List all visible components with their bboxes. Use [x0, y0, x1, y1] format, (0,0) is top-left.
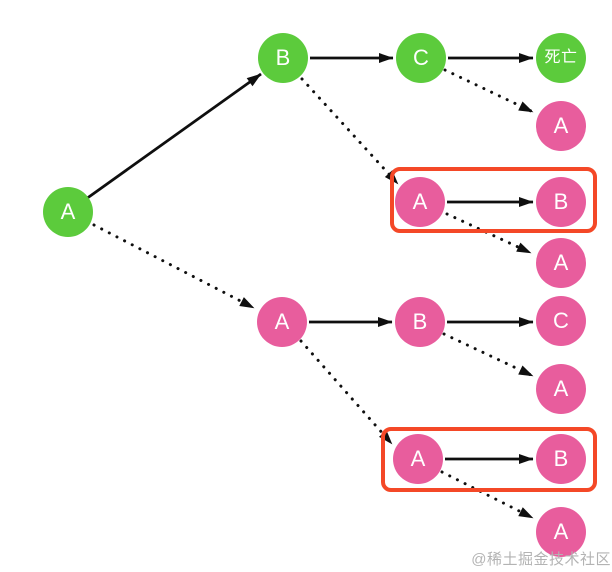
arrow-root-a-to-b — [85, 72, 262, 201]
node-top-c: C — [396, 33, 446, 83]
highlight-box-1 — [390, 167, 597, 233]
node-right-a1: A — [536, 101, 586, 151]
node-top-b: B — [258, 33, 308, 83]
watermark-text: @稀土掘金技术社区 — [471, 551, 611, 568]
highlight-box-2 — [381, 427, 597, 492]
node-box2-b: B — [536, 434, 586, 484]
node-right-a3: A — [536, 364, 586, 414]
dotted-arrow-box2-a-to-a4 — [440, 470, 535, 520]
node-mid-b: B — [395, 297, 445, 347]
dotted-arrow-mid-b-to-a3 — [442, 332, 535, 378]
node-box1-a: A — [395, 177, 445, 227]
dotted-arrow-mid-a-to-box2-a — [299, 339, 394, 446]
node-mid-c: C — [536, 296, 586, 346]
dotted-arrow-c-to-a1 — [443, 68, 535, 114]
node-root-a: A — [43, 187, 93, 237]
node-box2-a: A — [393, 434, 443, 484]
dotted-arrow-root-a-to-mid-a — [92, 223, 256, 310]
dotted-arrow-box1-a-to-a2 — [445, 212, 533, 255]
node-mid-a: A — [257, 297, 307, 347]
node-box1-b: B — [536, 177, 586, 227]
node-right-a4: A — [536, 507, 586, 557]
dotted-arrow-b-to-box1-a — [300, 77, 400, 186]
node-top-death: 死亡 — [536, 33, 586, 83]
node-right-a2: A — [536, 238, 586, 288]
